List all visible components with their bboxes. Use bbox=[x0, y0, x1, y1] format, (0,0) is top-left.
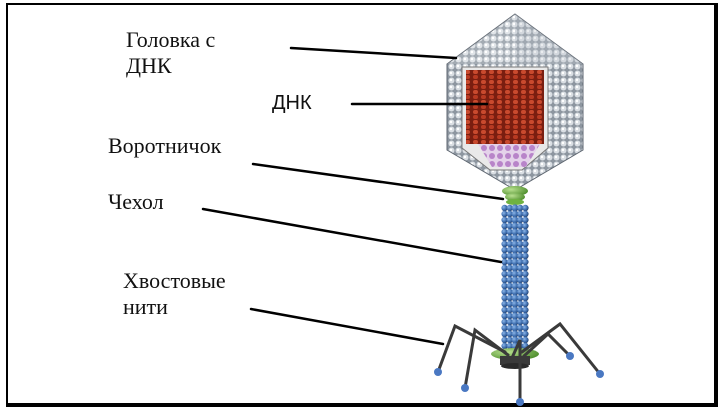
label-dna: ДНК bbox=[272, 90, 312, 116]
sheath-bead bbox=[522, 223, 528, 229]
label-fibers-line1: Хвостовые bbox=[123, 268, 226, 294]
leader-line-fibers bbox=[251, 309, 443, 344]
sheath-bead bbox=[522, 325, 528, 331]
label-head-line1: Головка с bbox=[126, 27, 215, 53]
sheath-bead bbox=[522, 229, 528, 235]
sheath-bead bbox=[522, 331, 528, 337]
sheath-bead bbox=[522, 313, 528, 319]
label-collar: Воротничок bbox=[108, 133, 221, 159]
sheath-bead bbox=[522, 265, 528, 271]
sheath-bead bbox=[522, 259, 528, 265]
leader-line-sheath bbox=[203, 209, 501, 262]
label-sheath: Чехол bbox=[108, 189, 164, 215]
sheath-bead bbox=[522, 271, 528, 277]
sheath-bead bbox=[522, 241, 528, 247]
sheath-bead bbox=[522, 301, 528, 307]
tail-sheath bbox=[501, 204, 528, 349]
fiber-tip bbox=[596, 370, 604, 378]
sheath-bead bbox=[522, 235, 528, 241]
sheath-bead bbox=[522, 295, 528, 301]
sheath-bead bbox=[522, 337, 528, 343]
sheath-bead bbox=[522, 307, 528, 313]
fiber-tip bbox=[461, 384, 469, 392]
leader-line-head bbox=[291, 48, 456, 58]
sheath-bead bbox=[522, 289, 528, 295]
label-tail-fibers: Хвостовые нити bbox=[123, 268, 226, 320]
dna-cutaway bbox=[462, 67, 548, 170]
leader-line-collar bbox=[253, 164, 503, 199]
sheath-bead bbox=[522, 277, 528, 283]
sheath-bead bbox=[522, 247, 528, 253]
label-head-line2: ДНК bbox=[126, 53, 215, 79]
sheath-bead bbox=[522, 205, 528, 211]
fiber-tip bbox=[434, 368, 442, 376]
sheath-bead bbox=[522, 253, 528, 259]
label-fibers-line2: нити bbox=[123, 294, 226, 320]
collar bbox=[502, 186, 528, 205]
fiber-tip bbox=[566, 352, 574, 360]
sheath-bead bbox=[522, 283, 528, 289]
sheath-bead bbox=[522, 217, 528, 223]
label-head-with-dna: Головка с ДНК bbox=[126, 27, 215, 79]
sheath-bead bbox=[522, 319, 528, 325]
sheath-bead bbox=[522, 211, 528, 217]
fiber-tip bbox=[516, 398, 524, 406]
